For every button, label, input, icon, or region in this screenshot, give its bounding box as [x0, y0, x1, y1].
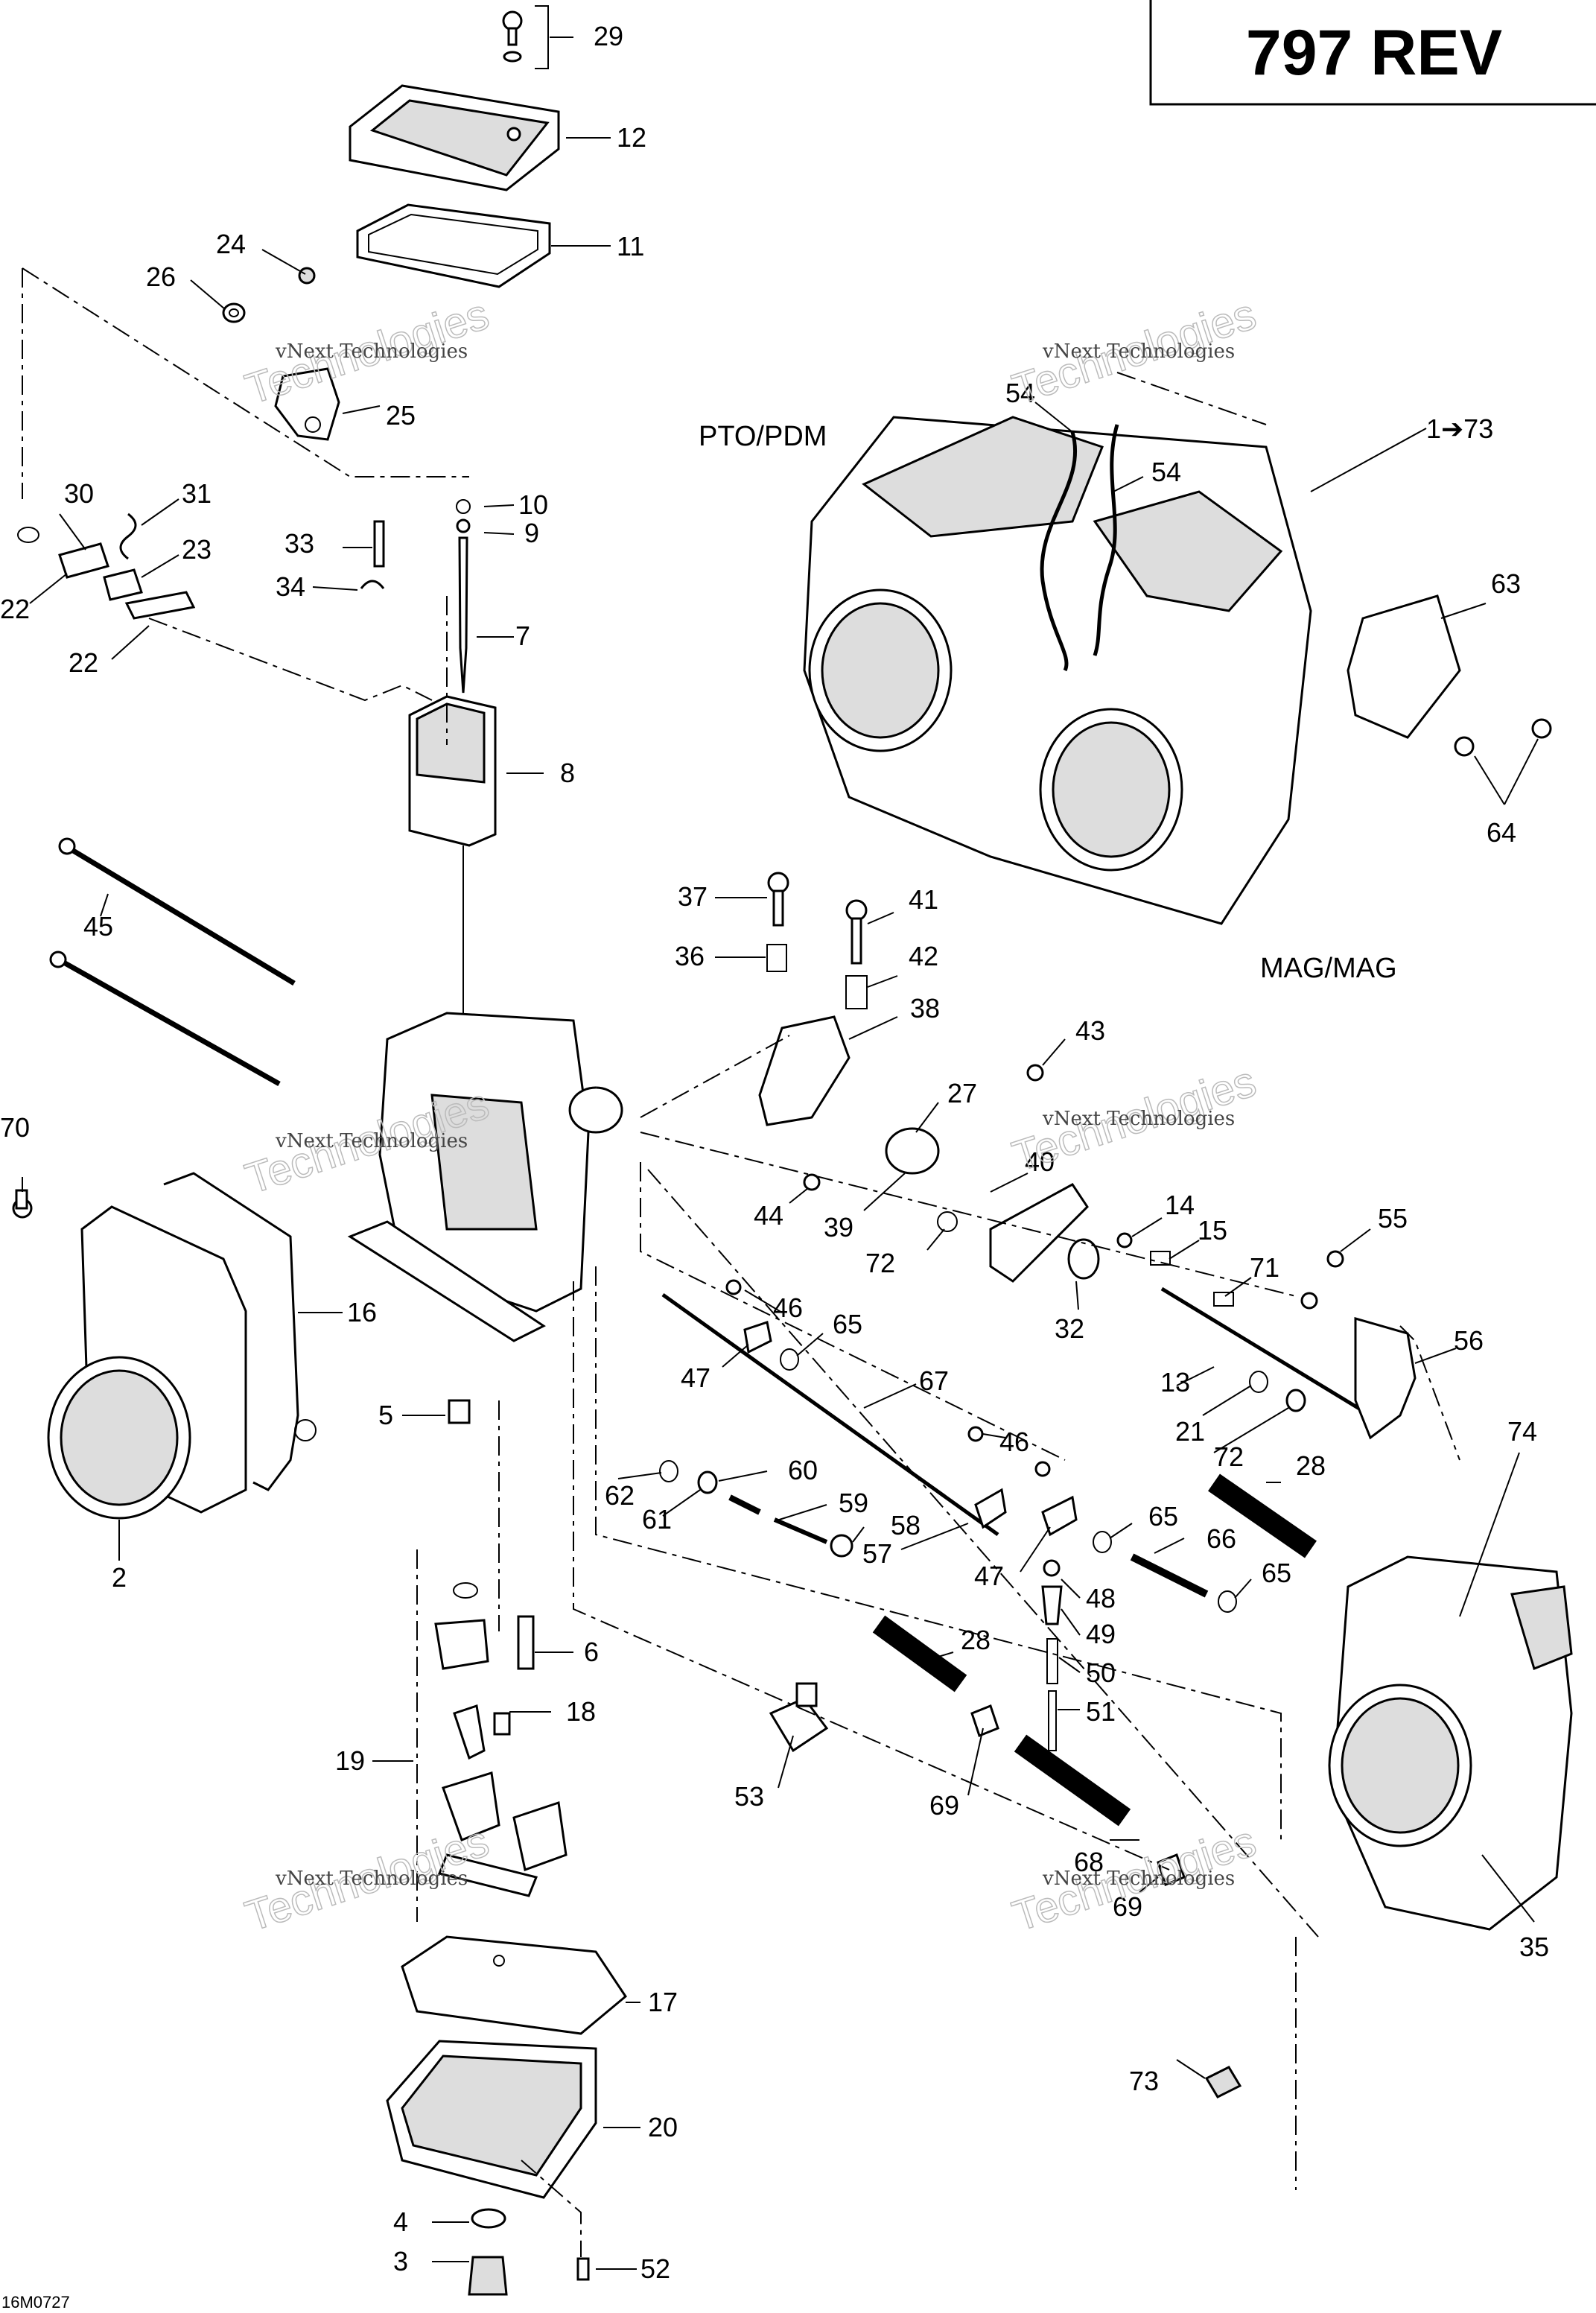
title-box: 797 REV — [1149, 0, 1596, 106]
callout-62: 62 — [605, 1480, 635, 1511]
callout-36: 36 — [675, 941, 705, 971]
callout-71: 71 — [1250, 1252, 1279, 1283]
callout-19: 19 — [335, 1745, 365, 1776]
callout-31: 31 — [182, 478, 212, 509]
callout-56: 56 — [1454, 1325, 1484, 1356]
callout-43: 43 — [1075, 1015, 1105, 1046]
callout-24: 24 — [216, 229, 246, 259]
callout-5: 5 — [378, 1400, 393, 1430]
callout-48: 48 — [1086, 1583, 1116, 1614]
callout-12: 12 — [617, 122, 646, 153]
callout-60: 60 — [788, 1455, 818, 1485]
callout-61: 61 — [642, 1504, 672, 1535]
callout-57: 57 — [862, 1538, 892, 1569]
callout-53: 53 — [734, 1781, 764, 1812]
pto-label: PTO/PDM — [699, 421, 827, 452]
callout-29: 29 — [594, 21, 623, 51]
callout-labels: 29 12 11 24 26 25 30 31 23 22 22 33 10 9… — [0, 21, 1549, 2284]
watermark-text: vNext Technologies — [1042, 1868, 1235, 1890]
callout-20: 20 — [648, 2112, 678, 2142]
callout-47b: 47 — [974, 1561, 1004, 1591]
callout-39: 39 — [824, 1212, 853, 1243]
callout-69b: 69 — [1113, 1891, 1142, 1922]
figure-code: 16M0727 — [1, 2293, 70, 2312]
callout-9: 9 — [524, 518, 539, 548]
callout-74: 74 — [1507, 1416, 1537, 1447]
callout-28a: 28 — [1296, 1450, 1326, 1481]
watermark-text: vNext Technologies — [1042, 340, 1235, 363]
callout-33: 33 — [284, 528, 314, 559]
callout-65a: 65 — [833, 1309, 862, 1339]
callout-52: 52 — [640, 2253, 670, 2284]
callout-30: 30 — [64, 478, 94, 509]
callout-51: 51 — [1086, 1696, 1116, 1727]
callout-63: 63 — [1491, 568, 1521, 599]
callout-4: 4 — [393, 2206, 408, 2237]
callout-11: 11 — [617, 231, 644, 261]
callout-21: 21 — [1175, 1416, 1205, 1447]
callout-67: 67 — [919, 1365, 949, 1396]
callout-45: 45 — [83, 911, 113, 942]
callout-40: 40 — [1025, 1146, 1055, 1177]
callout-47a: 47 — [681, 1362, 710, 1393]
callout-3: 3 — [393, 2246, 408, 2276]
callout-22b: 22 — [69, 647, 98, 678]
callout-69a: 69 — [929, 1790, 959, 1821]
callout-44: 44 — [754, 1200, 783, 1231]
callout-54b: 54 — [1151, 457, 1181, 487]
callout-54a: 54 — [1005, 378, 1035, 408]
callout-65b: 65 — [1148, 1501, 1178, 1532]
callout-6: 6 — [584, 1637, 599, 1667]
callout-22a: 22 — [0, 594, 30, 624]
callout-46b: 46 — [999, 1427, 1029, 1457]
callout-73: 73 — [1129, 2066, 1159, 2096]
parts-artwork — [12, 5, 1573, 2296]
callout-50: 50 — [1086, 1657, 1116, 1688]
callout-28b: 28 — [961, 1625, 991, 1655]
callout-58: 58 — [891, 1510, 921, 1541]
callout-7: 7 — [515, 621, 530, 651]
callout-23: 23 — [182, 534, 212, 565]
watermark-text: vNext Technologies — [1042, 1108, 1235, 1130]
callout-66: 66 — [1206, 1523, 1236, 1554]
callout-38: 38 — [910, 993, 940, 1024]
callout-59: 59 — [839, 1488, 868, 1518]
callout-34: 34 — [276, 571, 305, 602]
callout-72a: 72 — [865, 1248, 895, 1278]
callout-49: 49 — [1086, 1619, 1116, 1649]
callout-46a: 46 — [773, 1292, 803, 1323]
callout-32: 32 — [1055, 1313, 1084, 1344]
callout-10: 10 — [518, 489, 548, 520]
callout-70: 70 — [0, 1112, 30, 1143]
callout-37: 37 — [678, 881, 708, 912]
mag-label: MAG/MAG — [1260, 953, 1397, 984]
callout-68: 68 — [1074, 1847, 1104, 1877]
watermark-text: vNext Technologies — [275, 1868, 468, 1890]
callout-25: 25 — [386, 400, 416, 431]
callout-17: 17 — [648, 1987, 678, 2017]
callout-65c: 65 — [1262, 1558, 1291, 1588]
callout-41: 41 — [909, 884, 938, 915]
callout-64: 64 — [1487, 817, 1516, 848]
callout-1-73: 1➔73 — [1426, 413, 1493, 444]
callout-55: 55 — [1378, 1203, 1408, 1234]
callout-42: 42 — [909, 941, 938, 971]
callout-leaders — [22, 37, 1539, 2270]
callout-27: 27 — [947, 1078, 977, 1108]
callout-16: 16 — [347, 1297, 377, 1327]
callout-14: 14 — [1165, 1190, 1195, 1220]
callout-18: 18 — [566, 1696, 596, 1727]
watermark-text: vNext Technologies — [275, 340, 468, 363]
watermark-text: vNext Technologies — [275, 1130, 468, 1152]
callout-35: 35 — [1519, 1932, 1549, 1962]
callout-72b: 72 — [1214, 1441, 1244, 1472]
callout-8: 8 — [560, 758, 575, 788]
callout-26: 26 — [146, 261, 176, 292]
callout-2: 2 — [112, 1562, 127, 1593]
callout-15: 15 — [1198, 1215, 1227, 1246]
diagram-title: 797 REV — [1246, 17, 1502, 89]
callout-13: 13 — [1160, 1367, 1190, 1397]
